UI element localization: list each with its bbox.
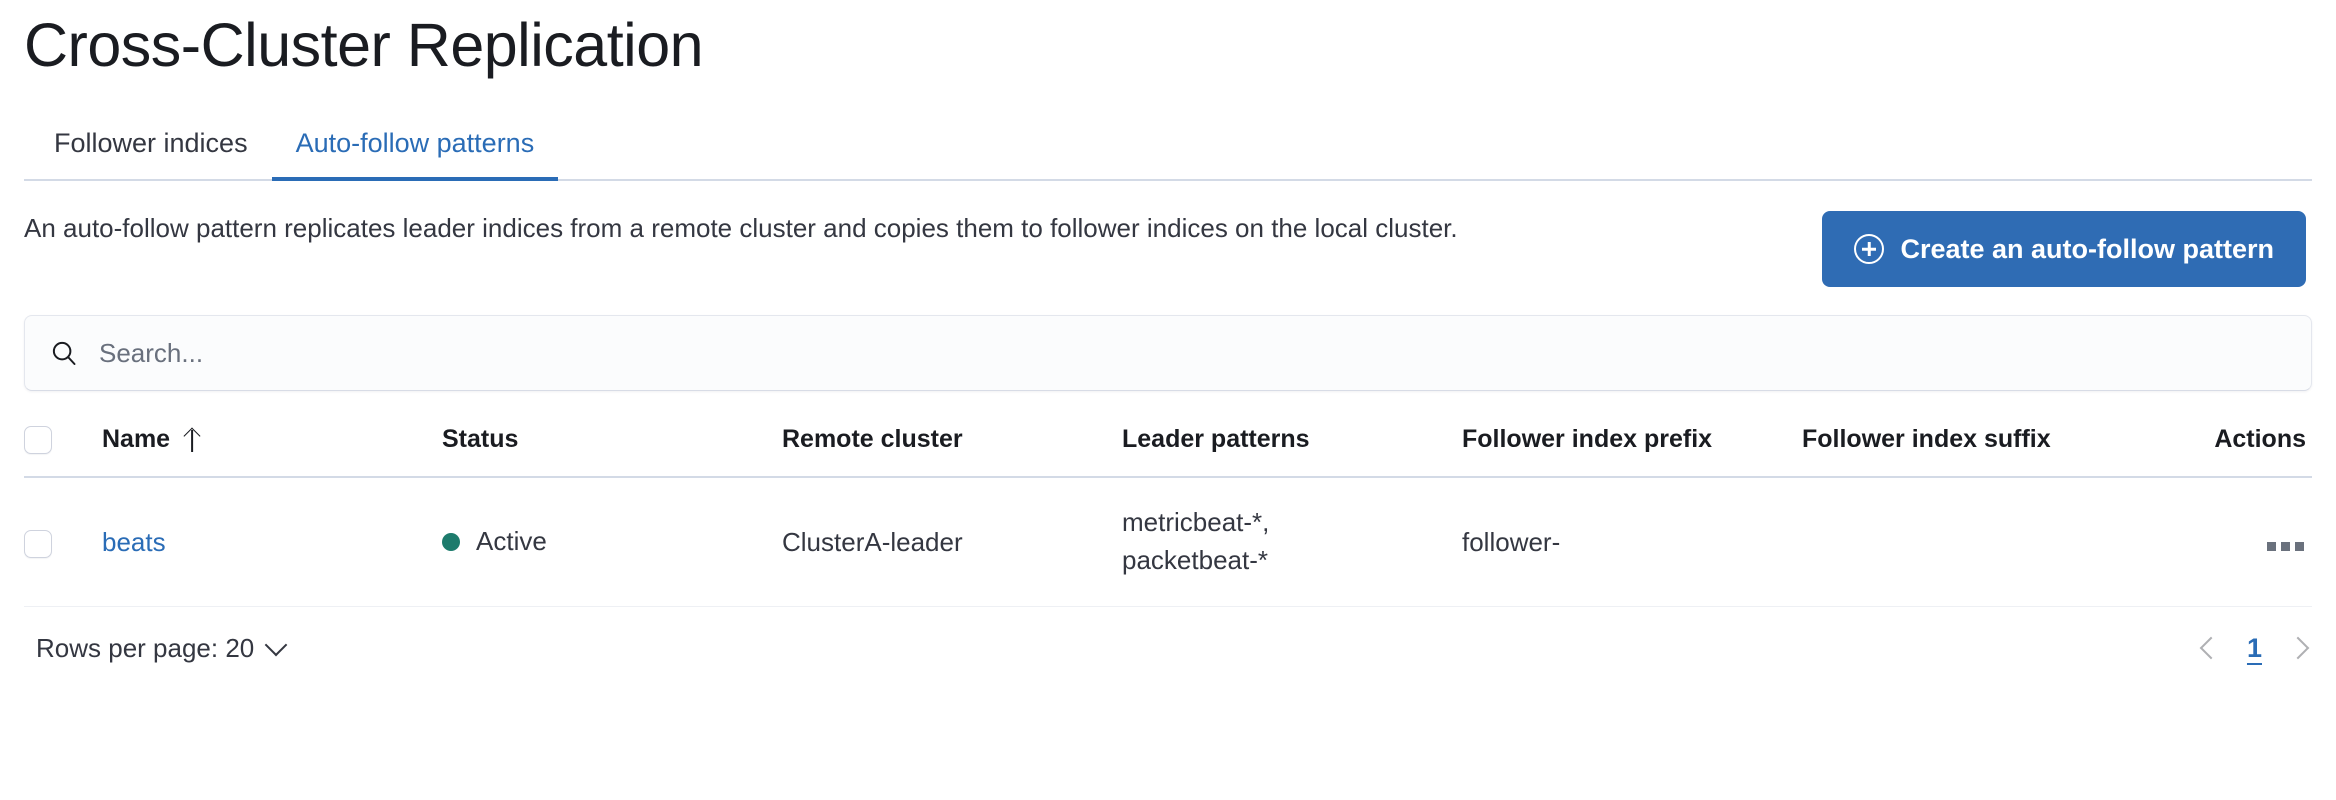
plus-in-circle-icon: [1854, 234, 1885, 265]
intro-description: An auto-follow pattern replicates leader…: [24, 213, 1458, 244]
rows-per-page-label: Rows per page: 20: [36, 632, 255, 663]
auto-follow-patterns-table: Name Status Remote cluster Leader patter…: [24, 425, 2312, 607]
row-select-cell: [24, 477, 102, 607]
leader-pattern-line-2: packetbeat-*: [1122, 545, 1268, 576]
chevron-down-icon: [264, 633, 288, 657]
cell-leader-patterns: metricbeat-*, packetbeat-*: [1122, 477, 1462, 607]
search-input[interactable]: [97, 316, 2287, 391]
cell-name: beats: [102, 477, 442, 607]
leader-pattern-line-1: metricbeat-*,: [1122, 507, 1270, 538]
chevron-right-icon[interactable]: [2286, 637, 2310, 660]
column-header-name[interactable]: Name: [102, 425, 442, 479]
page-title: Cross-Cluster Replication: [24, 11, 704, 79]
pagination: 1: [2199, 632, 2310, 664]
rows-per-page-selector[interactable]: Rows per page: 20: [36, 632, 288, 664]
page-number-1[interactable]: 1: [2246, 632, 2262, 663]
intro-section: An auto-follow pattern replicates leader…: [24, 209, 2312, 288]
create-button-label: Create an auto-follow pattern: [1900, 233, 2274, 264]
tab-bar: Follower indices Auto-follow patterns: [24, 109, 2312, 182]
create-auto-follow-pattern-button[interactable]: Create an auto-follow pattern: [1822, 211, 2306, 288]
table-row: beats Active ClusterA-leader metricbeat-…: [24, 477, 2312, 607]
cell-remote-cluster: ClusterA-leader: [782, 477, 1122, 607]
search-bar[interactable]: [24, 315, 2312, 392]
cell-actions: [2212, 477, 2312, 607]
search-icon: [52, 341, 76, 366]
tab-follower-indices[interactable]: Follower indices: [24, 130, 272, 179]
tab-auto-follow-patterns[interactable]: Auto-follow patterns: [271, 130, 559, 182]
table-header-row: Name Status Remote cluster Leader patter…: [24, 425, 2312, 479]
cell-follower-index-prefix: follower-: [1462, 477, 1802, 607]
pattern-name-link[interactable]: beats: [102, 526, 166, 557]
status-badge: Active: [476, 526, 547, 557]
sort-ascending-icon: [182, 428, 202, 452]
column-header-remote-cluster[interactable]: Remote cluster: [782, 425, 1122, 479]
column-header-leader-patterns[interactable]: Leader patterns: [1122, 425, 1462, 479]
chevron-left-icon[interactable]: [2199, 637, 2223, 660]
column-header-actions: Actions: [2212, 425, 2312, 479]
column-header-follower-index-prefix[interactable]: Follower index prefix: [1462, 425, 1802, 479]
cell-status: Active: [442, 477, 782, 607]
row-checkbox[interactable]: [24, 529, 52, 558]
column-header-follower-index-suffix[interactable]: Follower index suffix: [1802, 425, 2212, 479]
cell-follower-index-suffix: [1802, 477, 2212, 607]
column-header-name-label: Name: [102, 425, 171, 454]
select-all-header: [24, 425, 102, 479]
table-footer: Rows per page: 20 1: [24, 633, 2312, 664]
ellipsis-horizontal-icon[interactable]: [2265, 536, 2306, 557]
select-all-checkbox[interactable]: [24, 426, 52, 455]
column-header-status[interactable]: Status: [442, 425, 782, 479]
status-dot-icon: [442, 532, 460, 551]
